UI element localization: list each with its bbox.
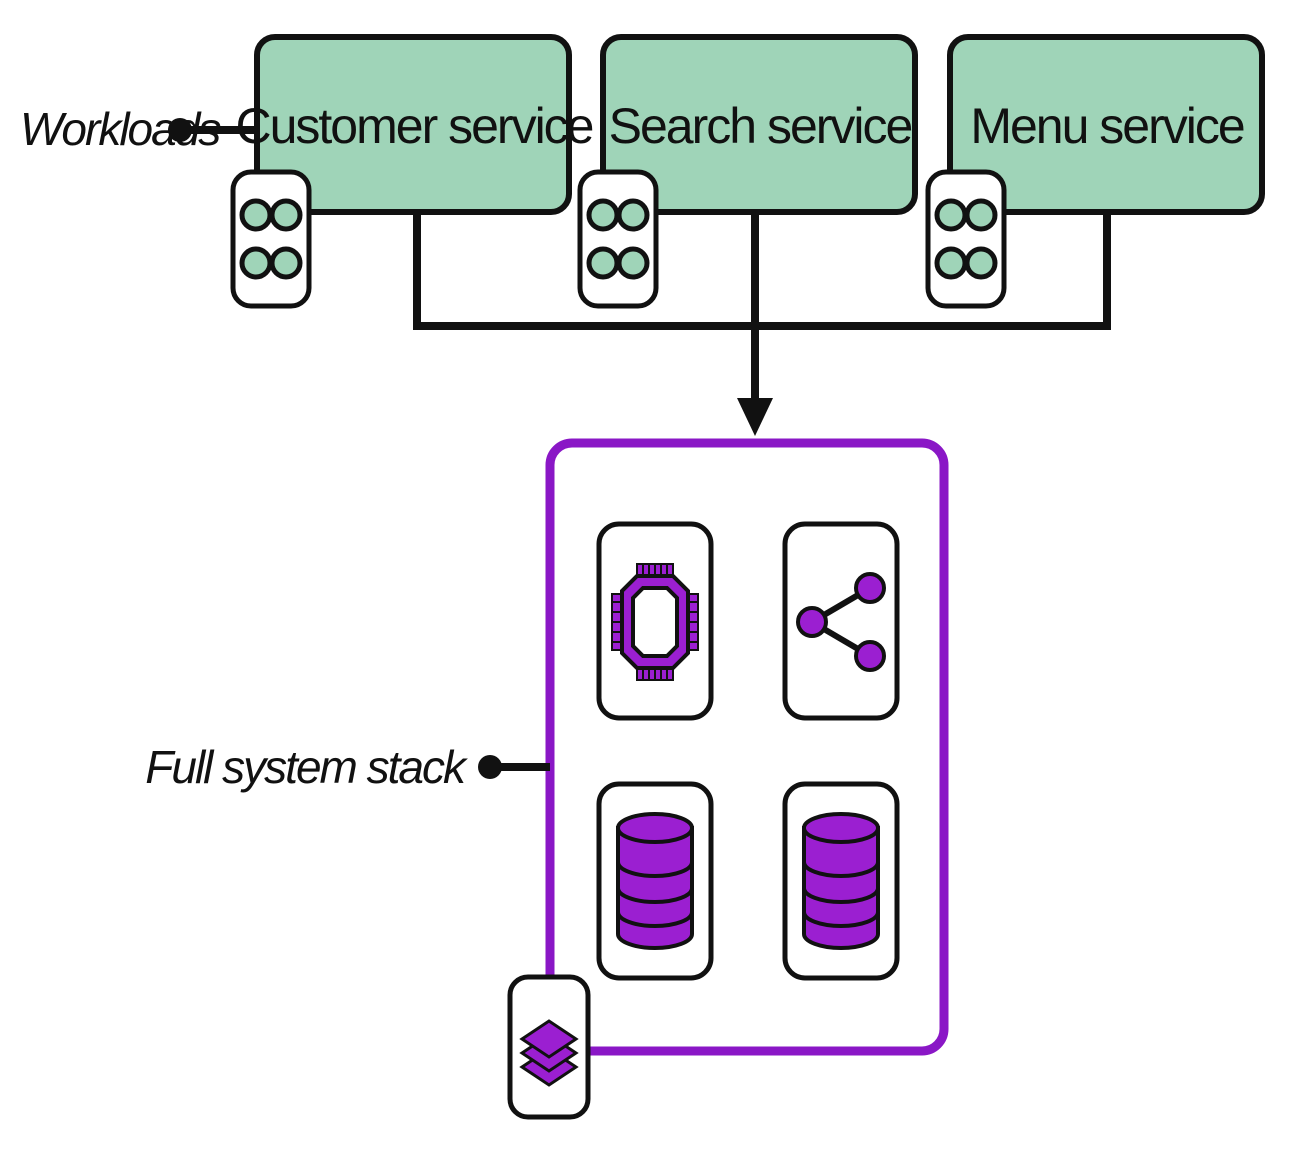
stack-callout: Full system stack bbox=[145, 741, 550, 793]
arrow-head bbox=[737, 398, 773, 436]
layers-icon bbox=[507, 974, 591, 1120]
workloads-callout: Workloads bbox=[20, 103, 258, 155]
service-box-search[interactable]: Search service bbox=[600, 34, 918, 215]
service-box-menu[interactable]: Menu service bbox=[947, 34, 1265, 215]
database-icon bbox=[596, 781, 714, 981]
pod-icon bbox=[230, 169, 312, 309]
network-share-icon bbox=[782, 521, 900, 721]
database-icon bbox=[782, 781, 900, 981]
cpu-chip-icon bbox=[596, 521, 714, 721]
service-box-customer[interactable]: Customer service bbox=[236, 34, 595, 215]
service-label-menu: Menu service bbox=[970, 98, 1244, 154]
pod-icon bbox=[577, 169, 659, 309]
stack-label: Full system stack bbox=[145, 741, 468, 793]
pod-icon bbox=[925, 169, 1007, 309]
service-label-customer: Customer service bbox=[236, 98, 593, 154]
service-label-search: Search service bbox=[609, 98, 912, 154]
service-connectors bbox=[413, 212, 1111, 436]
